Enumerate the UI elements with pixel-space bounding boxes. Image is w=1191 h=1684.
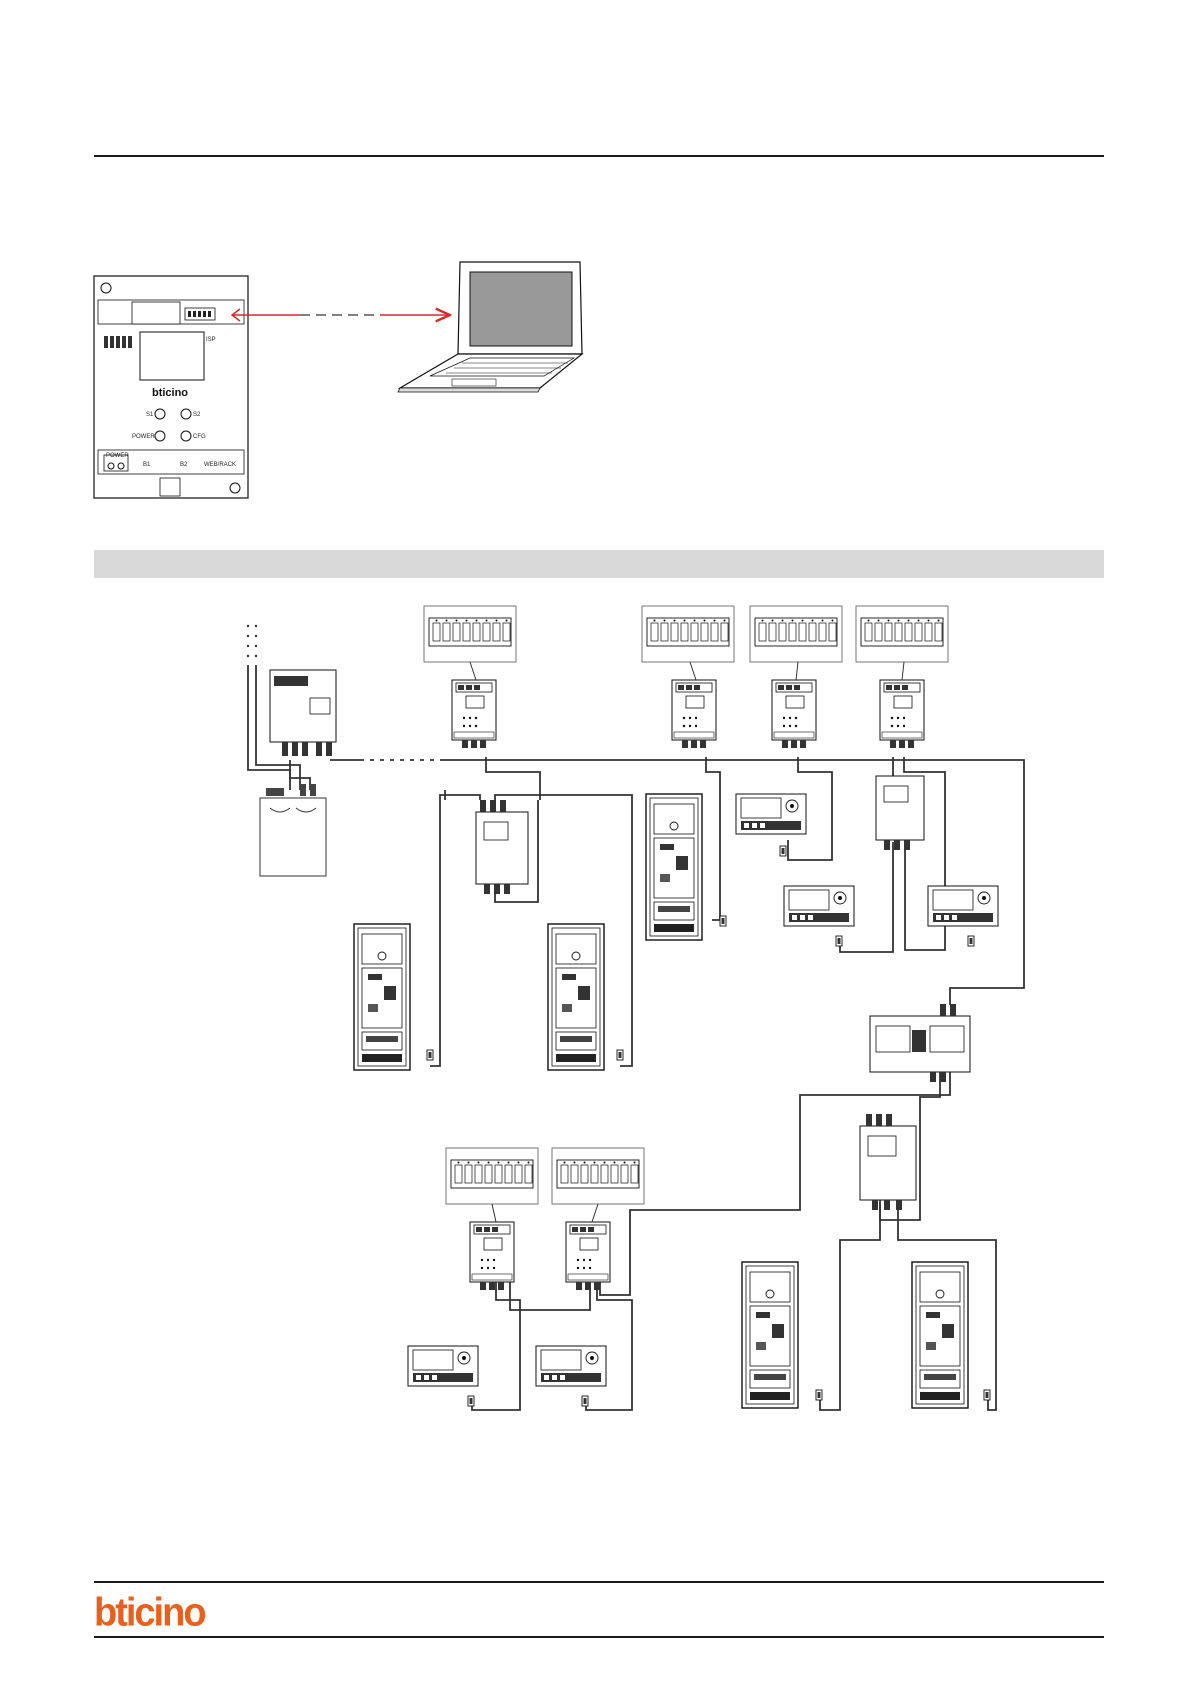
isp-label: ISP xyxy=(206,337,216,343)
dip-switch-4 xyxy=(856,606,948,662)
connector-clip xyxy=(720,916,726,926)
dip-switch-6 xyxy=(552,1148,644,1204)
connector-clip xyxy=(427,1050,433,1060)
monitor-1 xyxy=(736,794,806,834)
splitter-module xyxy=(870,1004,970,1082)
connector-clip xyxy=(468,1396,474,1406)
connector-clip xyxy=(816,1390,822,1400)
cfg-label: CFG xyxy=(193,434,206,440)
connector-clip xyxy=(780,846,786,856)
monitor-5 xyxy=(536,1346,606,1386)
b2-label: B2 xyxy=(180,462,188,468)
web-rack-label: WEB/RACK xyxy=(204,462,236,468)
distribution-module-right xyxy=(876,776,924,850)
controller-brand: bticino xyxy=(152,387,188,399)
dip-switch-2 xyxy=(642,606,734,662)
distribution-module-lower xyxy=(860,1114,916,1210)
entrance-panel-1 xyxy=(354,924,410,1070)
interface-module-3 xyxy=(772,680,816,748)
interface-module-2 xyxy=(672,680,716,748)
monitor-3 xyxy=(928,886,998,926)
connection-arrow xyxy=(232,309,450,321)
s2-label: S2 xyxy=(193,412,201,418)
power-label: POWER xyxy=(106,453,129,459)
power-supply xyxy=(260,784,326,876)
connector-clip xyxy=(984,1390,990,1400)
interface-module-1 xyxy=(452,680,496,748)
b1-label: B1 xyxy=(143,462,151,468)
power-button-label: POWER xyxy=(132,434,155,440)
connector-clip xyxy=(582,1396,588,1406)
interface-module-4 xyxy=(880,680,924,748)
entrance-panel-5 xyxy=(912,1262,968,1408)
connector-clip xyxy=(968,936,974,946)
distribution-module-left xyxy=(476,800,528,894)
dip-switch-1 xyxy=(424,606,516,662)
interface-module-5 xyxy=(470,1222,514,1290)
s1-label: S1 xyxy=(146,412,154,418)
supply-terminals xyxy=(247,625,257,657)
entrance-panel-3 xyxy=(646,794,702,940)
main-controller xyxy=(270,670,336,756)
entrance-panel-2 xyxy=(548,924,604,1070)
entrance-panel-4 xyxy=(742,1262,798,1408)
connector-clip xyxy=(836,936,842,946)
monitor-4 xyxy=(408,1346,478,1386)
monitor-2 xyxy=(784,886,854,926)
connector-clip xyxy=(617,1050,623,1060)
interface-module-6 xyxy=(566,1222,610,1290)
dip-switch-3 xyxy=(750,606,842,662)
controller-device: ISP bticino S1 S2 POWER CFG POWER B1 B2 … xyxy=(94,276,248,498)
laptop-illustration xyxy=(398,262,582,392)
dip-switch-5 xyxy=(446,1148,538,1204)
